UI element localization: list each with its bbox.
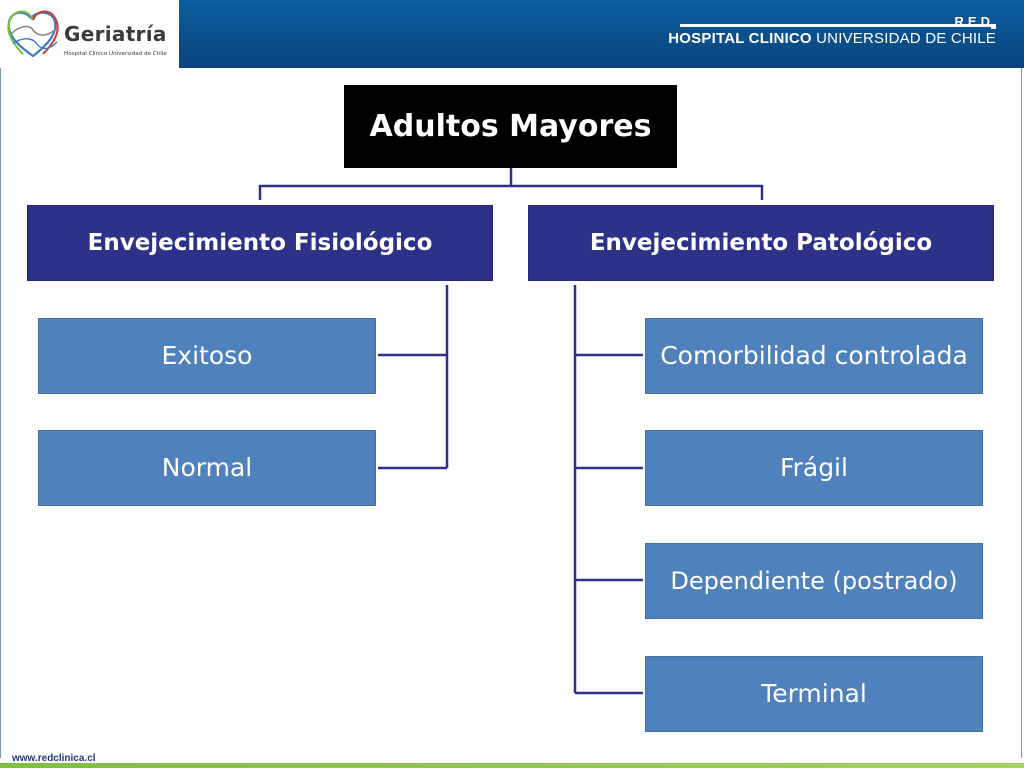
left-guide-line — [0, 68, 1, 758]
slide-header: RED HOSPITAL CLINICO UNIVERSIDAD DE CHIL… — [0, 0, 1024, 68]
leaf-terminal: Terminal — [645, 656, 983, 732]
header-band: RED HOSPITAL CLINICO UNIVERSIDAD DE CHIL… — [179, 0, 1024, 68]
leaf-normal: Normal — [38, 430, 376, 506]
root-node: Adultos Mayores — [344, 85, 677, 168]
right-guide-line — [1021, 68, 1022, 758]
leaf-dependiente: Dependiente (postrado) — [645, 543, 983, 619]
branch-fisiologico: Envejecimiento Fisiológico — [27, 205, 493, 281]
leaf-exitoso: Exitoso — [38, 318, 376, 394]
geriatria-logo: Geriatría Hospital Clínico Universidad d… — [0, 0, 179, 68]
geriatria-heart-logo-icon — [7, 10, 59, 58]
leaf-fragil: Frágil — [645, 430, 983, 506]
root-connector — [258, 168, 764, 200]
hospital-name-bold: HOSPITAL CLINICO — [668, 30, 812, 47]
hospital-name: HOSPITAL CLINICO UNIVERSIDAD DE CHILE — [668, 30, 996, 47]
footer-url: www.redclinica.cl — [12, 753, 96, 764]
branch-patologico: Envejecimiento Patológico — [528, 205, 994, 281]
leaf-comorbilidad: Comorbilidad controlada — [645, 318, 983, 394]
hospital-name-regular: UNIVERSIDAD DE CHILE — [816, 30, 996, 47]
patologico-connector — [573, 285, 643, 695]
footer-bar — [0, 763, 1024, 768]
hospital-underline — [680, 24, 996, 27]
fisiologico-connector — [378, 285, 449, 470]
logo-title: Geriatría — [64, 22, 167, 46]
logo-subtitle: Hospital Clínico Universidad de Chile — [64, 51, 167, 57]
